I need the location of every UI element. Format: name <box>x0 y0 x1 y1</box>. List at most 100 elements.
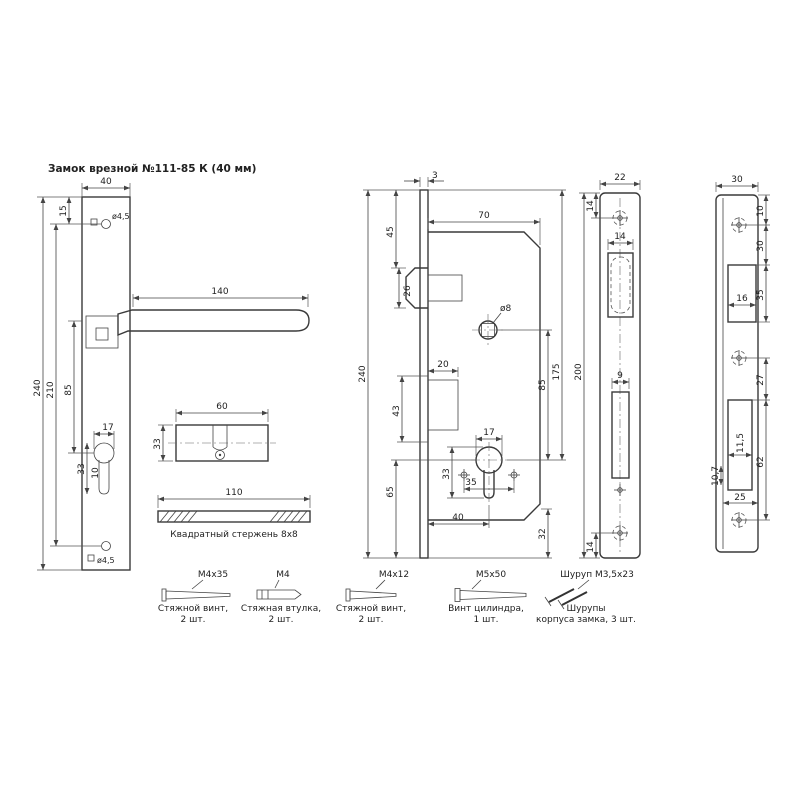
fastener-1-label: М4х35 <box>198 570 228 580</box>
dim-faceplate-bolt-width: 9 <box>617 371 623 381</box>
dim-spindle-length: 110 <box>225 488 242 498</box>
dim-strike-bolt-span: 62 <box>756 456 766 467</box>
spindle-caption: Квадратный стержень 8х8 <box>170 530 298 540</box>
dim-top-hole-dia: ø4,5 <box>112 212 130 221</box>
cyl-screw-holes <box>458 469 520 481</box>
dim-strike-bottom-offset: 10,7 <box>711 466 721 486</box>
cylinder-pin <box>215 450 225 460</box>
dim-faceplate-thickness: 3 <box>432 171 438 181</box>
dim-top-to-cyl: 175 <box>552 363 562 380</box>
fastener-screws-m35x23: Шуруп М3,5х23 Шурупы корпуса замка, 3 шт… <box>536 570 636 625</box>
plate-cyl-hole <box>93 442 115 464</box>
fastener-3-caption: Стяжной винт, <box>336 604 406 614</box>
faceplate-bolt-opening <box>611 391 630 479</box>
strike-outline <box>715 194 759 553</box>
dim-body-height: 240 <box>358 365 368 382</box>
fasteners-row: М4х35 Стяжной винт, 2 шт. М4 Стяжная вту… <box>158 570 636 625</box>
view-faceplate: 22 200 14 14 9 14 <box>574 173 641 559</box>
dim-bottom-span: 65 <box>386 486 396 497</box>
spindle-hatch-right <box>269 510 308 523</box>
fastener-4-label: М5х50 <box>476 570 507 580</box>
hub-box <box>427 379 459 431</box>
dim-hub-offset: 20 <box>437 360 449 370</box>
view-cylinder: 60 33 <box>153 402 276 462</box>
dim-centers: 85 <box>538 379 548 390</box>
dim-top-to-latch: 45 <box>386 226 396 237</box>
view-strike-plate: 30 10 30 35 27 62 16 11,5 10,7 25 <box>711 175 770 553</box>
view-spindle: 110 Квадратный стержень 8х8 <box>157 488 311 540</box>
dim-faceplate-bottom-screw: 14 <box>586 541 596 553</box>
fastener-2-label: М4 <box>276 570 290 580</box>
fastener-3-label: М4х12 <box>379 570 409 580</box>
dim-strike-latch-width: 16 <box>736 294 748 304</box>
dim-latch-height: 26 <box>403 285 413 297</box>
fastener-5-label: Шуруп М3,5х23 <box>560 570 634 580</box>
dim-spindle-hole-dia: ø8 <box>500 304 512 314</box>
fastener-1-caption: Стяжной винт, <box>158 604 228 614</box>
dim-strike-width: 30 <box>731 175 743 185</box>
strike-bolt-opening <box>727 399 753 491</box>
faceplate-latch-hidden <box>610 256 631 314</box>
fastener-5-qty: корпуса замка, 3 шт. <box>536 615 636 625</box>
body-faceplate-edge <box>419 189 429 559</box>
dim-bottom-hole-dia: ø4,5 <box>97 556 115 565</box>
fastener-4-qty: 1 шт. <box>474 615 499 625</box>
strike-screw-mid <box>731 350 747 366</box>
dim-faceplate-top-screw: 14 <box>586 200 596 212</box>
dim-plate-cyl-stem: 10 <box>91 467 101 479</box>
dim-body-cyl-height: 33 <box>442 468 452 479</box>
latch-bolt <box>405 267 428 309</box>
dim-strike-top-screw: 10 <box>756 205 766 217</box>
dim-bottom-corner: 32 <box>538 528 548 539</box>
latch-tail <box>427 274 463 302</box>
dim-strike-mid-span: 27 <box>756 374 766 385</box>
dim-hole-span: 210 <box>46 381 56 398</box>
strike-screw-top <box>731 217 747 233</box>
dim-plate-cyl-height: 33 <box>77 463 87 474</box>
drawing-title: Замок врезной №111-85 К (40 мм) <box>48 163 256 175</box>
spindle-bar <box>157 510 311 523</box>
dim-strike-bolt-width: 11,5 <box>736 433 746 453</box>
dim-lever-length: 140 <box>211 287 228 297</box>
dim-screw-span: 35 <box>465 478 476 488</box>
spindle-hatch-left <box>159 510 198 523</box>
fastener-bolt-m4x35: М4х35 Стяжной винт, 2 шт. <box>158 570 231 625</box>
spindle-square <box>95 327 109 341</box>
fastener-sleeve-m4: М4 Стяжная втулка, 2 шт. <box>241 570 321 625</box>
dim-center-span: 85 <box>64 384 74 395</box>
faceplate-outline <box>599 192 641 559</box>
fastener-5-caption: Шурупы <box>567 604 606 614</box>
dim-plate-cyl-width: 17 <box>102 423 113 433</box>
dim-cylinder-height: 33 <box>153 438 163 449</box>
dim-strike-screw-to-latch: 30 <box>756 240 766 252</box>
fastener-2-caption: Стяжная втулка, <box>241 604 321 614</box>
bottom-hole-symbol <box>87 554 95 562</box>
dim-plate-height: 240 <box>33 379 43 396</box>
dim-strike-flat-width: 25 <box>734 493 745 503</box>
fastener-bolt-m5x50: М5х50 Винт цилиндра, 1 шт. <box>448 570 527 625</box>
view-lock-body: 3 240 70 45 26 ø8 20 <box>358 171 566 559</box>
dim-backset: 40 <box>452 513 464 523</box>
strike-latch-opening <box>727 264 757 323</box>
handle-lever <box>117 309 310 337</box>
top-hole-symbol <box>90 218 98 226</box>
bottom-screw-hole <box>101 541 111 551</box>
dim-body-cyl-width: 17 <box>483 428 494 438</box>
top-screw-hole <box>101 219 111 229</box>
dim-cylinder-width: 60 <box>216 402 228 412</box>
dim-plate-width: 40 <box>100 177 112 187</box>
dim-hub-span: 43 <box>392 405 402 416</box>
dim-faceplate-height: 200 <box>574 363 584 380</box>
body-outline <box>428 231 541 521</box>
handle-rosette <box>85 315 119 349</box>
fastener-2-qty: 2 шт. <box>269 615 294 625</box>
fastener-3-qty: 2 шт. <box>359 615 384 625</box>
fastener-bolt-m4x12: М4х12 Стяжной винт, 2 шт. <box>336 570 409 625</box>
dim-faceplate-latch-width: 14 <box>614 232 626 242</box>
cylinder-cam <box>212 446 228 451</box>
fastener-1-qty: 2 шт. <box>181 615 206 625</box>
handle-plate-outline <box>81 196 131 571</box>
fastener-4-caption: Винт цилиндра, <box>448 604 524 614</box>
